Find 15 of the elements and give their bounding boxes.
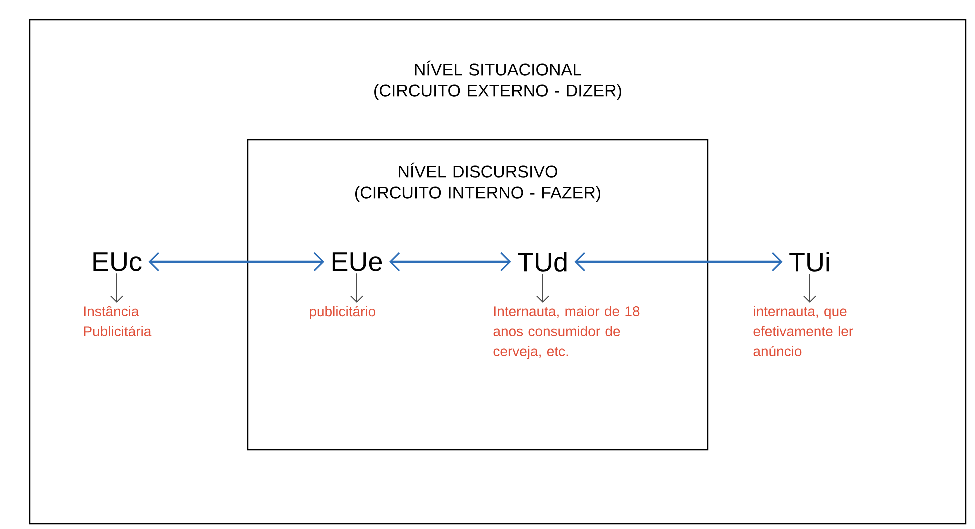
- description-text: Internauta, maior de 18 anos consumidor de cerveja, etc.: [494, 306, 640, 360]
- arrow: [804, 274, 816, 303]
- arrow: [110, 273, 124, 303]
- role-label: TUd: [518, 252, 567, 272]
- arrow: [536, 274, 550, 303]
- role-label: TUi: [790, 252, 830, 272]
- arrow: [389, 252, 512, 272]
- role-label: EUc: [94, 252, 142, 272]
- arrow: [574, 252, 783, 272]
- description-text: Instância Publicitária: [84, 306, 152, 337]
- arrow: [350, 273, 364, 303]
- role-label: EUe: [332, 252, 382, 272]
- description-text: publicitário: [310, 306, 376, 320]
- description-text: internauta, que efetivamente ler anúncio: [754, 306, 854, 356]
- arrow: [148, 252, 325, 272]
